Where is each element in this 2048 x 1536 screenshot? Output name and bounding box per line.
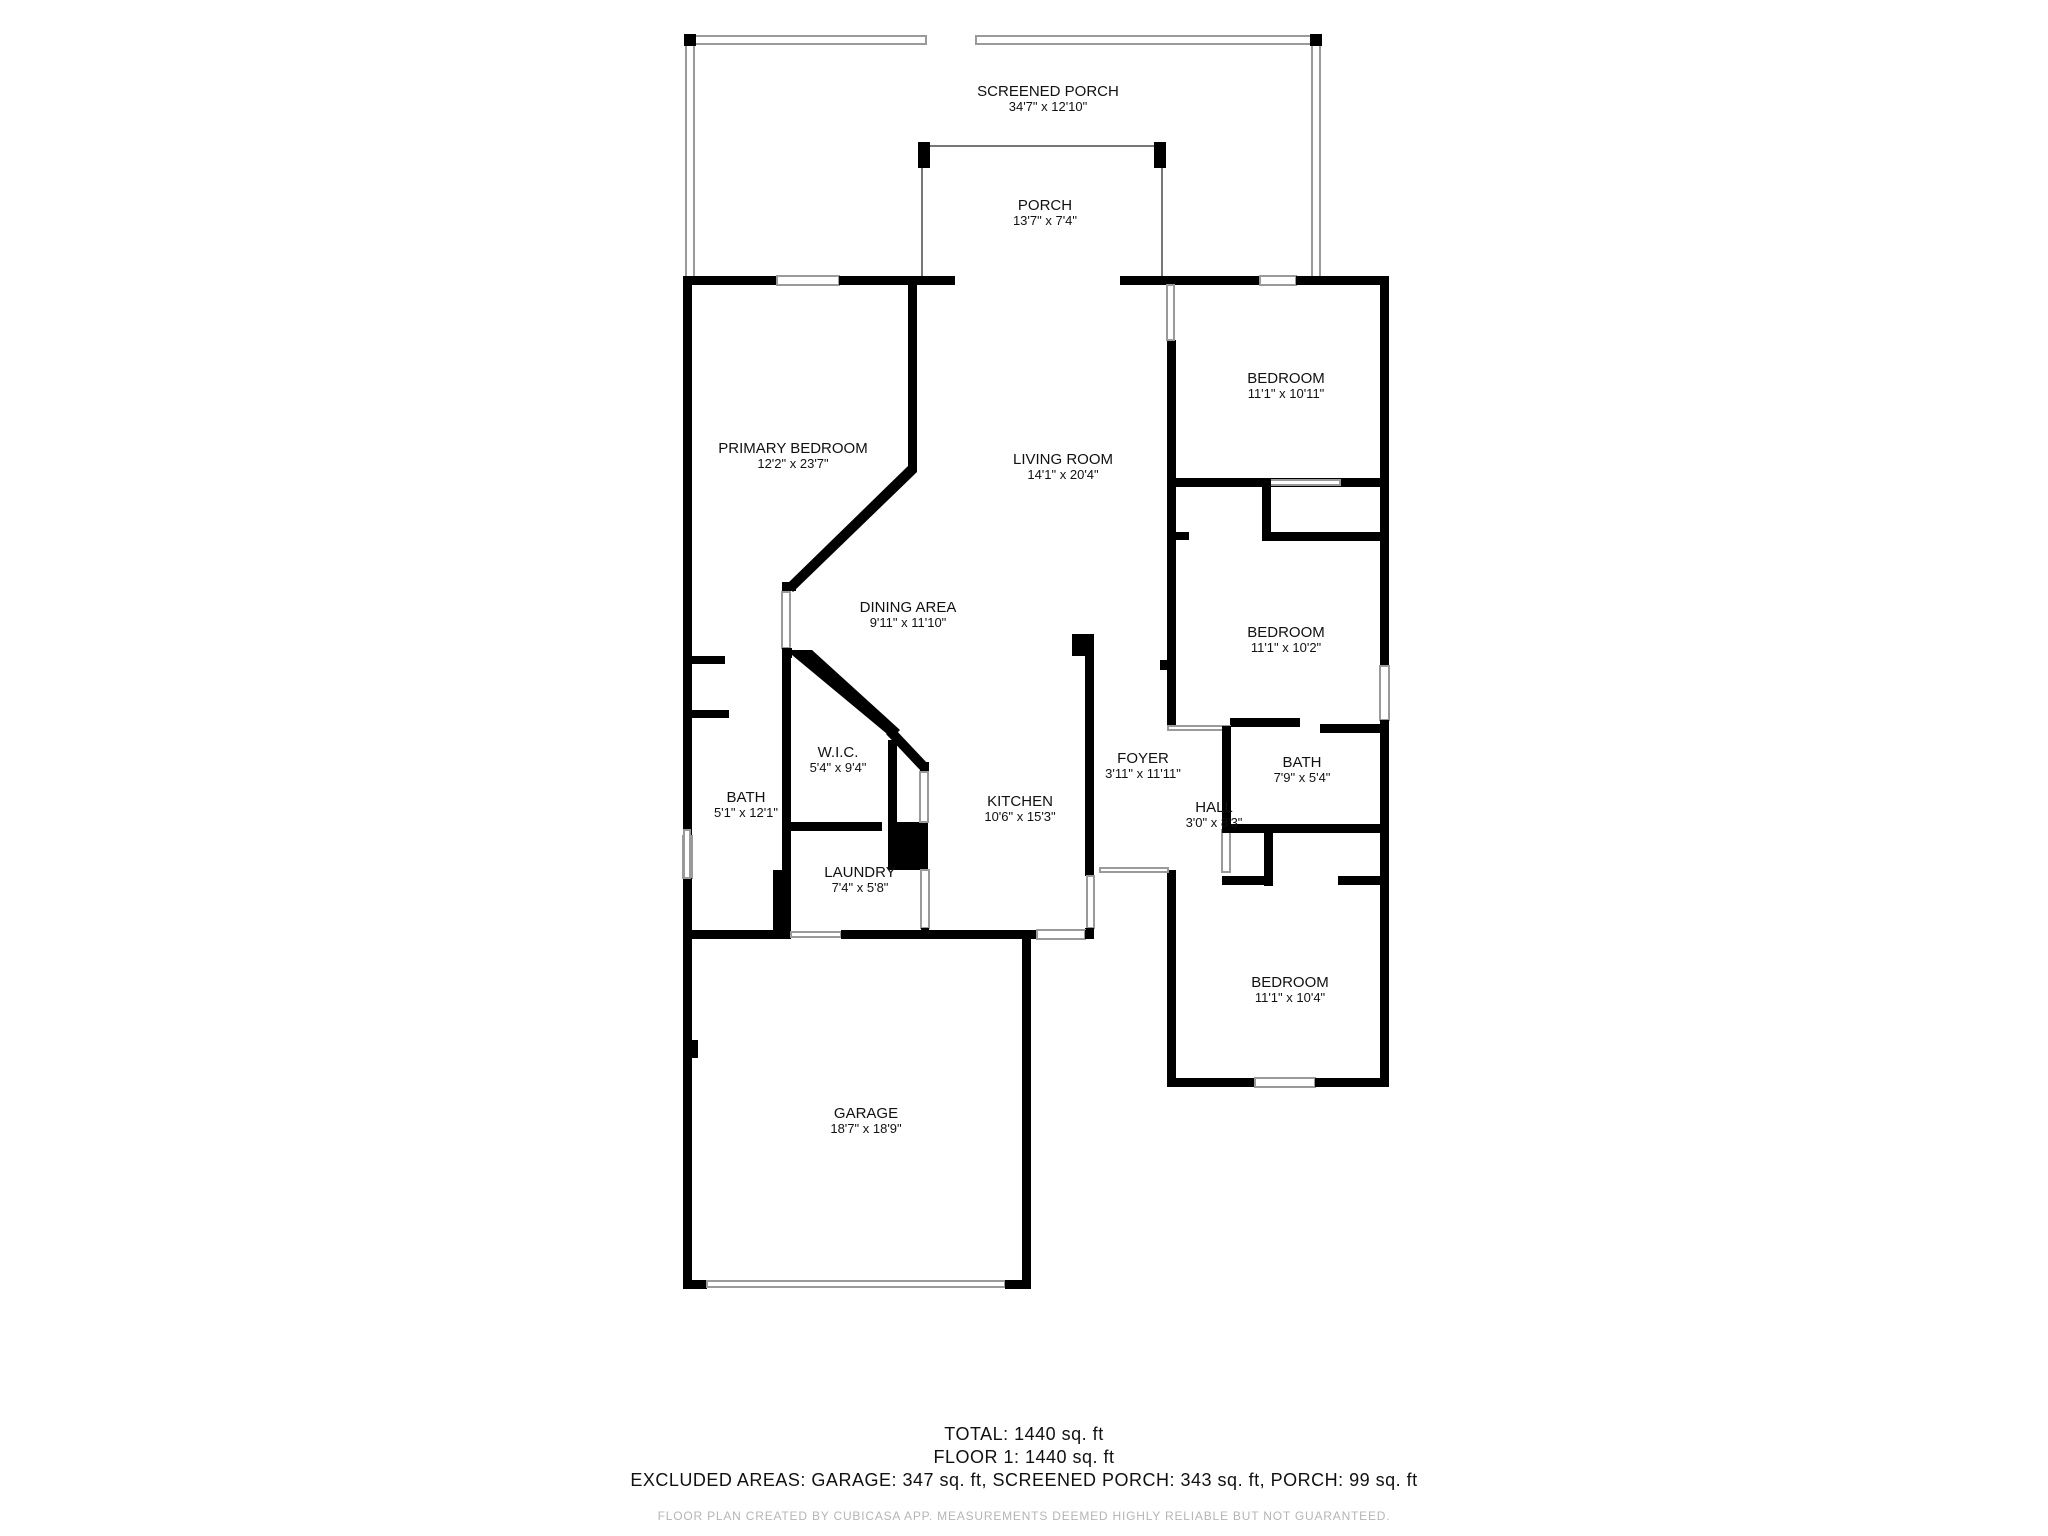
dims-bedroom-1: 11'1" x 10'11" — [1248, 386, 1325, 401]
footer-disclaimer: FLOOR PLAN CREATED BY CUBICASA APP. MEAS… — [657, 1509, 1391, 1523]
label-bedroom-1: BEDROOM — [1247, 370, 1325, 387]
label-porch: PORCH — [1018, 197, 1072, 214]
label-hall: HALL — [1195, 799, 1233, 816]
label-primary-bedroom: PRIMARY BEDROOM — [718, 440, 867, 457]
label-dining-area: DINING AREA — [860, 599, 957, 616]
summary-total: TOTAL: 1440 sq. ft — [944, 1424, 1104, 1444]
dims-kitchen: 10'6" x 15'3" — [984, 809, 1056, 824]
dims-screened-porch: 34'7" x 12'10" — [1009, 99, 1088, 114]
summary-excluded: EXCLUDED AREAS: GARAGE: 347 sq. ft, SCRE… — [630, 1470, 1418, 1490]
dims-wic: 5'4" x 9'4" — [810, 760, 867, 775]
dims-bedroom-3: 11'1" x 10'4" — [1255, 990, 1326, 1005]
dims-primary-bedroom: 12'2" x 23'7" — [757, 456, 829, 471]
interior-walls — [683, 280, 1389, 940]
dims-bedroom-2: 11'1" x 10'2" — [1251, 640, 1322, 655]
label-living-room: LIVING ROOM — [1013, 451, 1113, 468]
label-wic: W.I.C. — [818, 744, 859, 761]
label-bedroom-3: BEDROOM — [1251, 974, 1329, 991]
dims-porch: 13'7" x 7'4" — [1013, 213, 1077, 228]
porch-walls — [918, 142, 1166, 280]
label-bath-2: BATH — [1283, 754, 1322, 771]
label-bedroom-2: BEDROOM — [1247, 624, 1325, 641]
label-foyer: FOYER — [1117, 750, 1169, 767]
dims-bath-1: 5'1" x 12'1" — [714, 805, 778, 820]
dims-foyer: 3'11" x 11'11" — [1105, 766, 1181, 781]
dims-hall: 3'0" x 8'3" — [1186, 815, 1243, 830]
screened-porch-walls — [684, 34, 1322, 281]
label-screened-porch: SCREENED PORCH — [977, 83, 1119, 100]
dims-dining-area: 9'11" x 11'10" — [870, 615, 947, 630]
label-laundry: LAUNDRY — [824, 864, 895, 881]
label-garage: GARAGE — [834, 1105, 898, 1122]
room-labels: SCREENED PORCH 34'7" x 12'10" PORCH 13'7… — [714, 83, 1331, 1136]
label-kitchen: KITCHEN — [987, 793, 1053, 810]
label-bath-1: BATH — [727, 789, 766, 806]
summary-floor1: FLOOR 1: 1440 sq. ft — [933, 1447, 1115, 1467]
dims-bath-2: 7'9" x 5'4" — [1274, 770, 1331, 785]
dims-garage: 18'7" x 18'9" — [830, 1121, 902, 1136]
garage-walls — [683, 930, 1031, 1289]
dims-living-room: 14'1" x 20'4" — [1027, 467, 1099, 482]
dims-laundry: 7'4" x 5'8" — [832, 880, 889, 895]
